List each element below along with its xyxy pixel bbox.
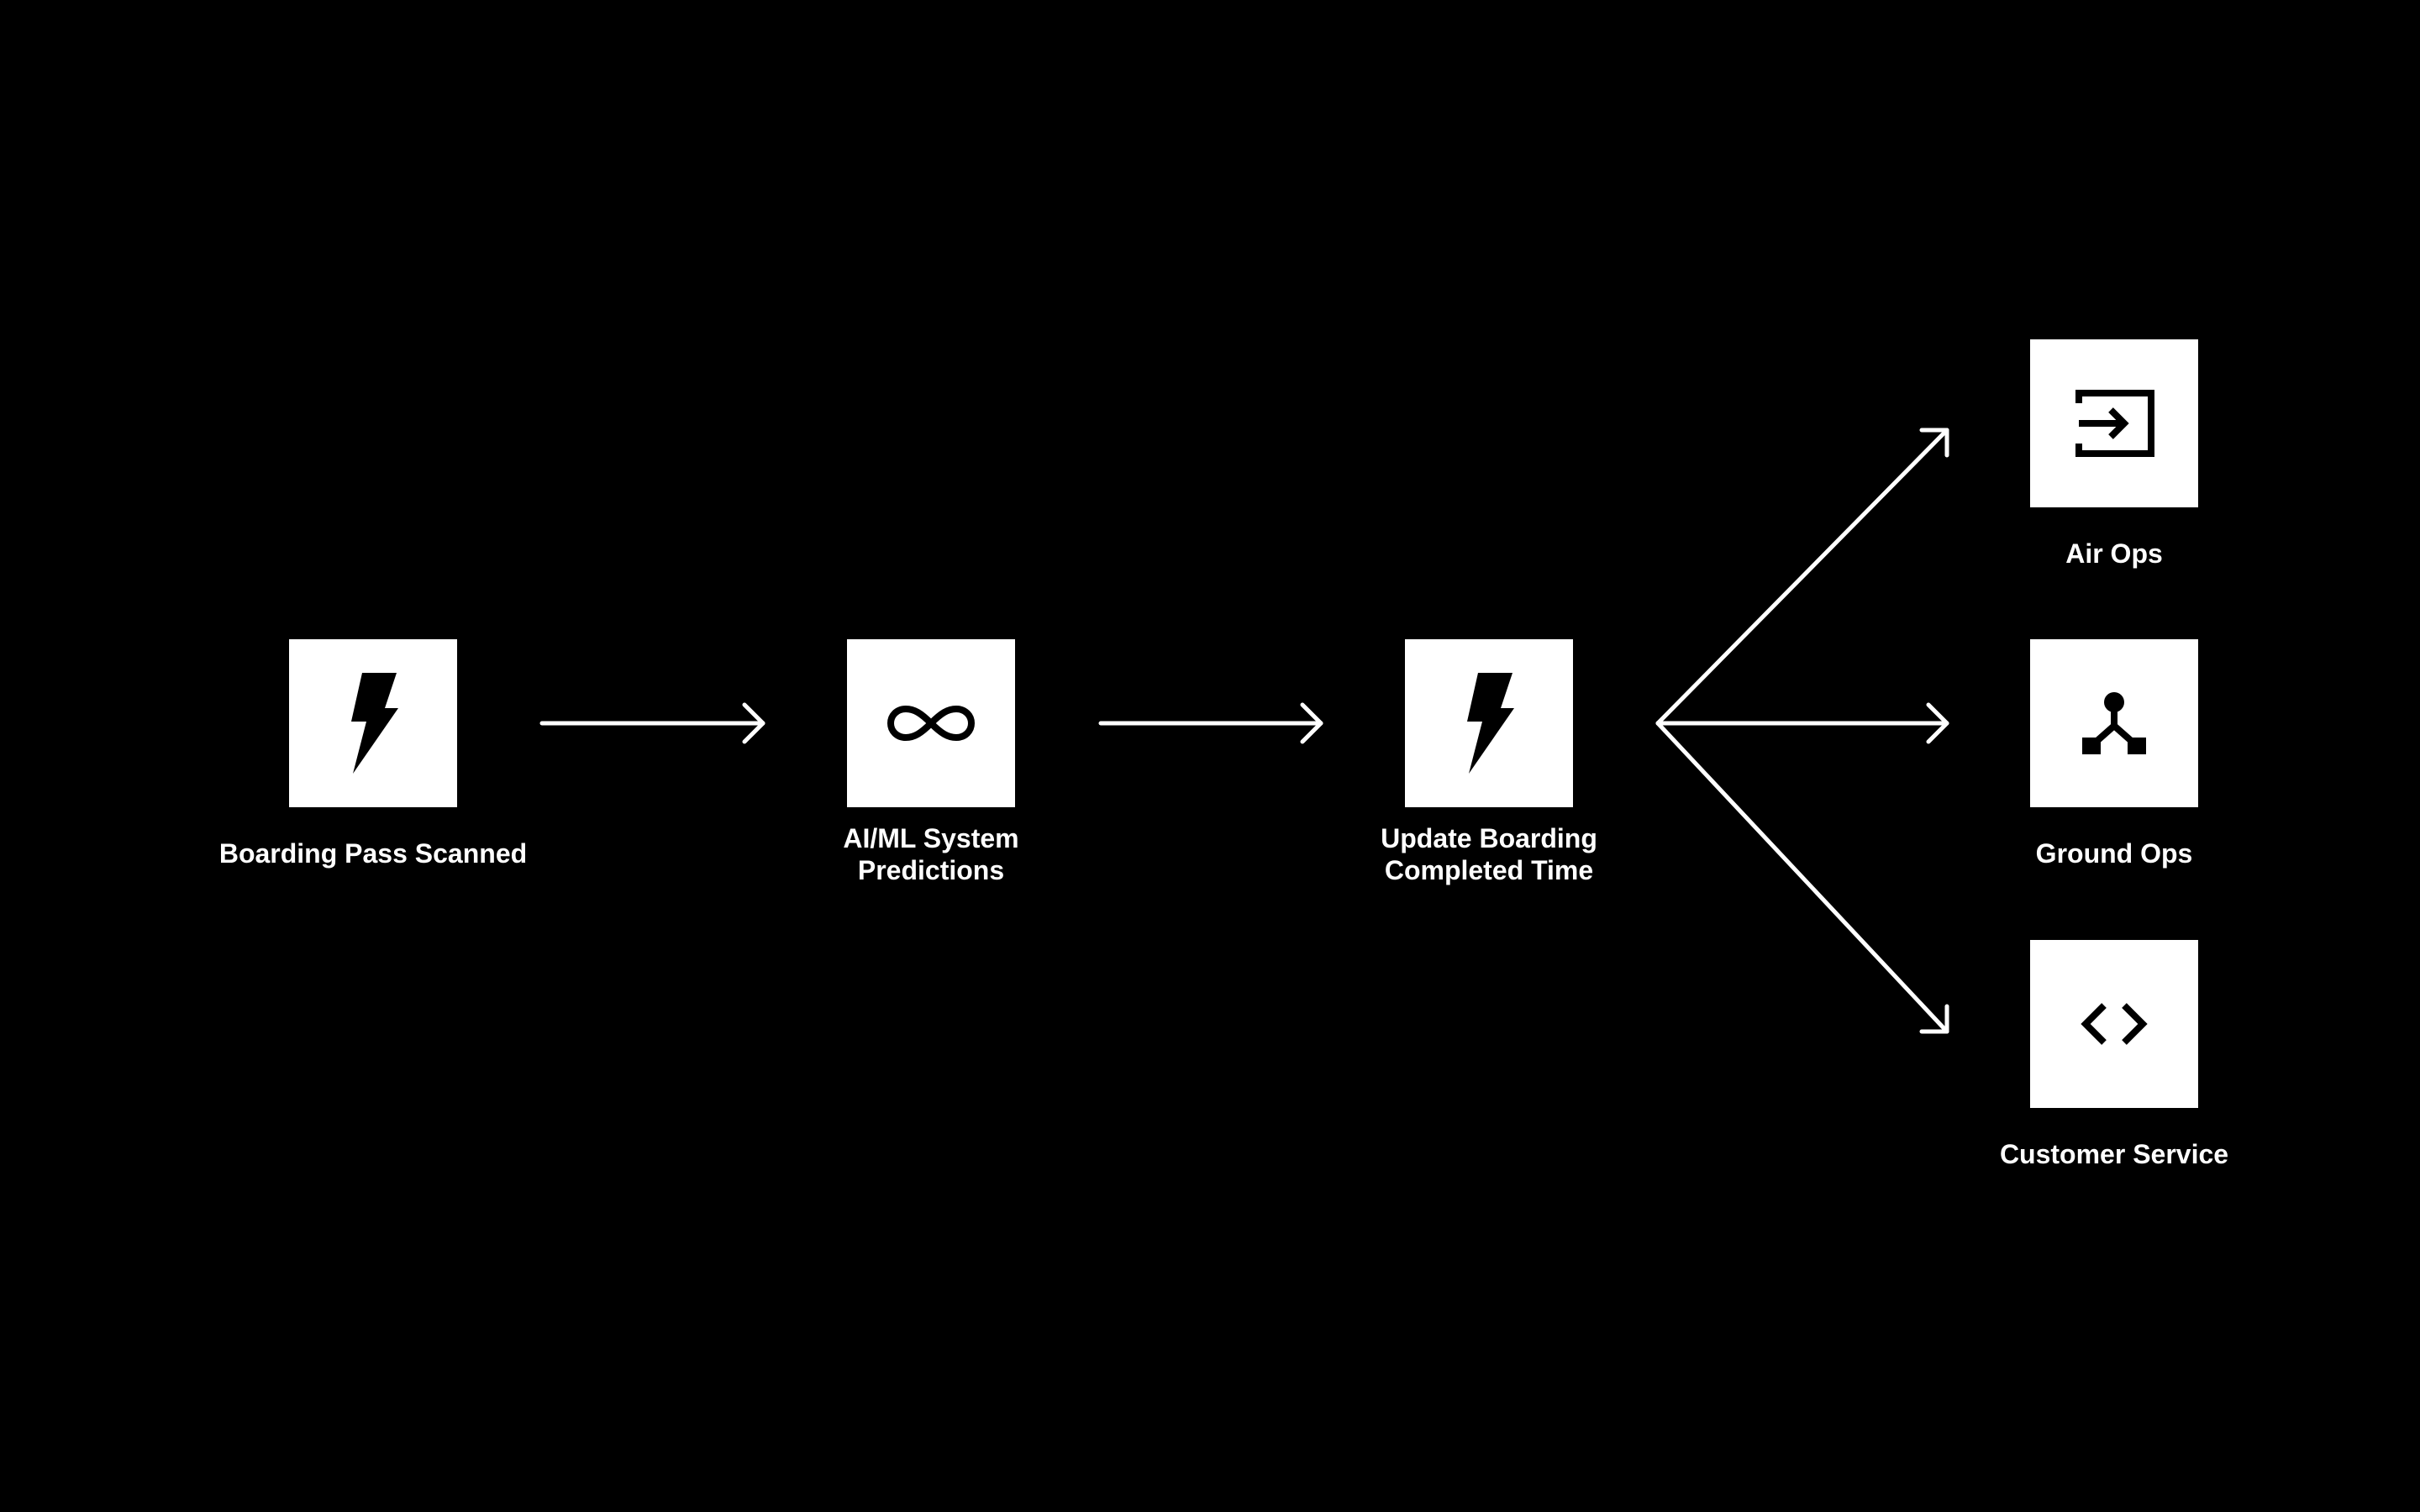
infinity-icon bbox=[887, 706, 975, 741]
arrow-scan-to-ai bbox=[539, 702, 765, 744]
ground-ops-label: Ground Ops bbox=[2035, 838, 2193, 869]
ground-ops-node bbox=[2030, 639, 2198, 807]
update-boarding-time-label: Update Boarding Completed Time bbox=[1381, 823, 1597, 885]
network-fork-icon bbox=[2082, 692, 2146, 754]
boarding-pass-scanned-label: Boarding Pass Scanned bbox=[218, 838, 528, 869]
arrow-ai-to-update bbox=[1098, 702, 1323, 744]
code-brackets-icon bbox=[2081, 1003, 2148, 1045]
ai-ml-predictions-label: AI/ML System Predictions bbox=[843, 823, 1019, 885]
customer-service-label: Customer Service bbox=[1999, 1139, 2229, 1169]
sign-in-icon bbox=[2075, 390, 2154, 457]
air-ops-node bbox=[2030, 339, 2198, 507]
lightning-bolt-icon bbox=[351, 673, 398, 774]
arrow-update-to-ground-ops bbox=[1655, 702, 1949, 744]
air-ops-label: Air Ops bbox=[2065, 538, 2163, 569]
ai-ml-predictions-node bbox=[847, 639, 1015, 807]
boarding-pass-scanned-node bbox=[289, 639, 457, 807]
update-boarding-time-node bbox=[1405, 639, 1573, 807]
arrow-update-to-customer-service bbox=[1655, 721, 1949, 1034]
customer-service-node bbox=[2030, 940, 2198, 1108]
arrow-update-to-air-ops bbox=[1655, 428, 1949, 726]
lightning-bolt-icon bbox=[1467, 673, 1514, 774]
